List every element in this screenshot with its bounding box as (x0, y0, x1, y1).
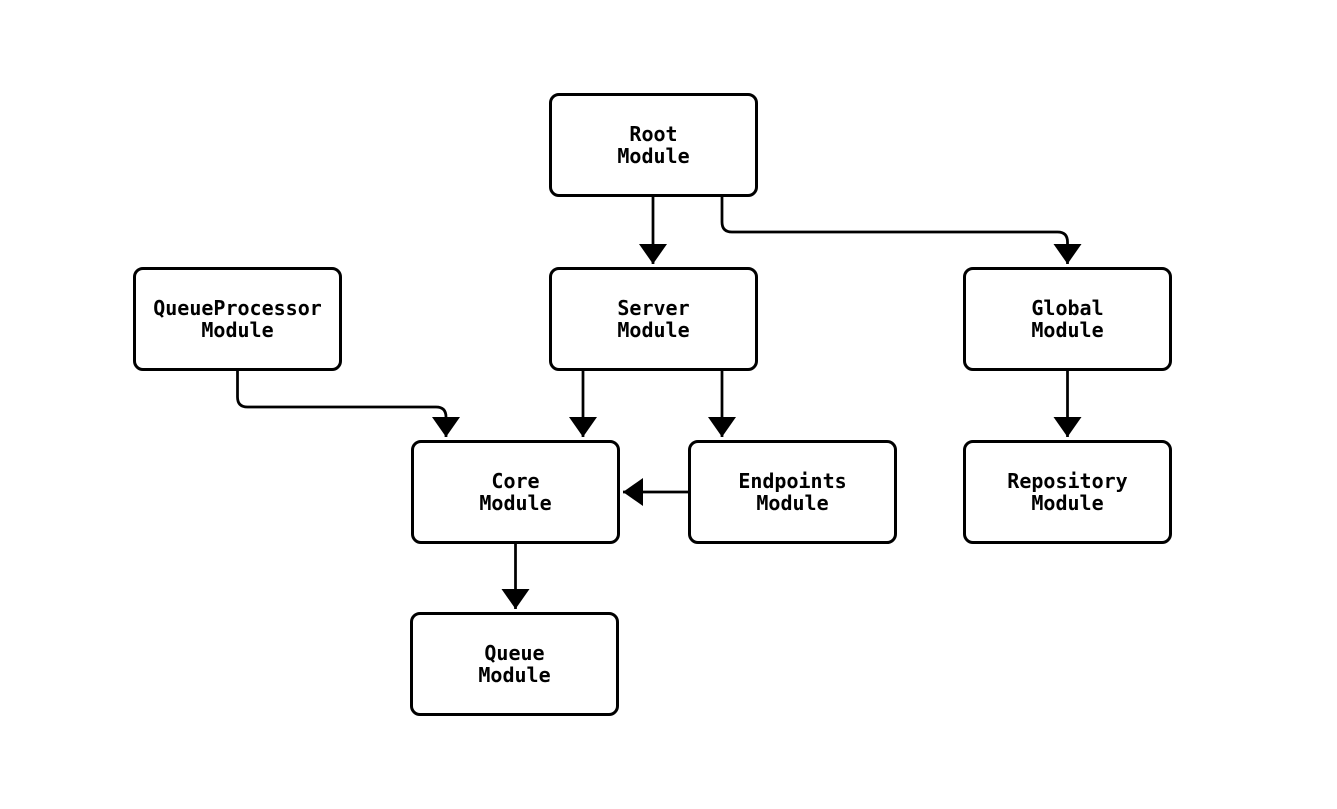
edge-root-to-global (720, 197, 1082, 264)
node-queue-module: Queue Module (410, 612, 619, 716)
node-core-module-label: Core Module (479, 469, 552, 515)
node-endpoints-module: Endpoints Module (688, 440, 897, 544)
node-repository-module: Repository Module (963, 440, 1172, 544)
node-core-module: Core Module (411, 440, 620, 544)
edge-queueprocessor-to-core (236, 371, 460, 437)
node-server-module-label: Server Module (617, 296, 690, 342)
node-server-module: Server Module (549, 267, 758, 371)
node-global-module-label: Global Module (1031, 296, 1104, 342)
node-root-module: Root Module (549, 93, 758, 197)
node-endpoints-module-label: Endpoints Module (738, 469, 847, 515)
node-queue-module-label: Queue Module (478, 641, 551, 687)
node-queueprocessor-module: QueueProcessor Module (133, 267, 342, 371)
node-repository-module-label: Repository Module (1007, 469, 1128, 515)
node-queueprocessor-module-label: QueueProcessor Module (153, 296, 322, 342)
node-global-module: Global Module (963, 267, 1172, 371)
node-root-module-label: Root Module (617, 122, 690, 168)
